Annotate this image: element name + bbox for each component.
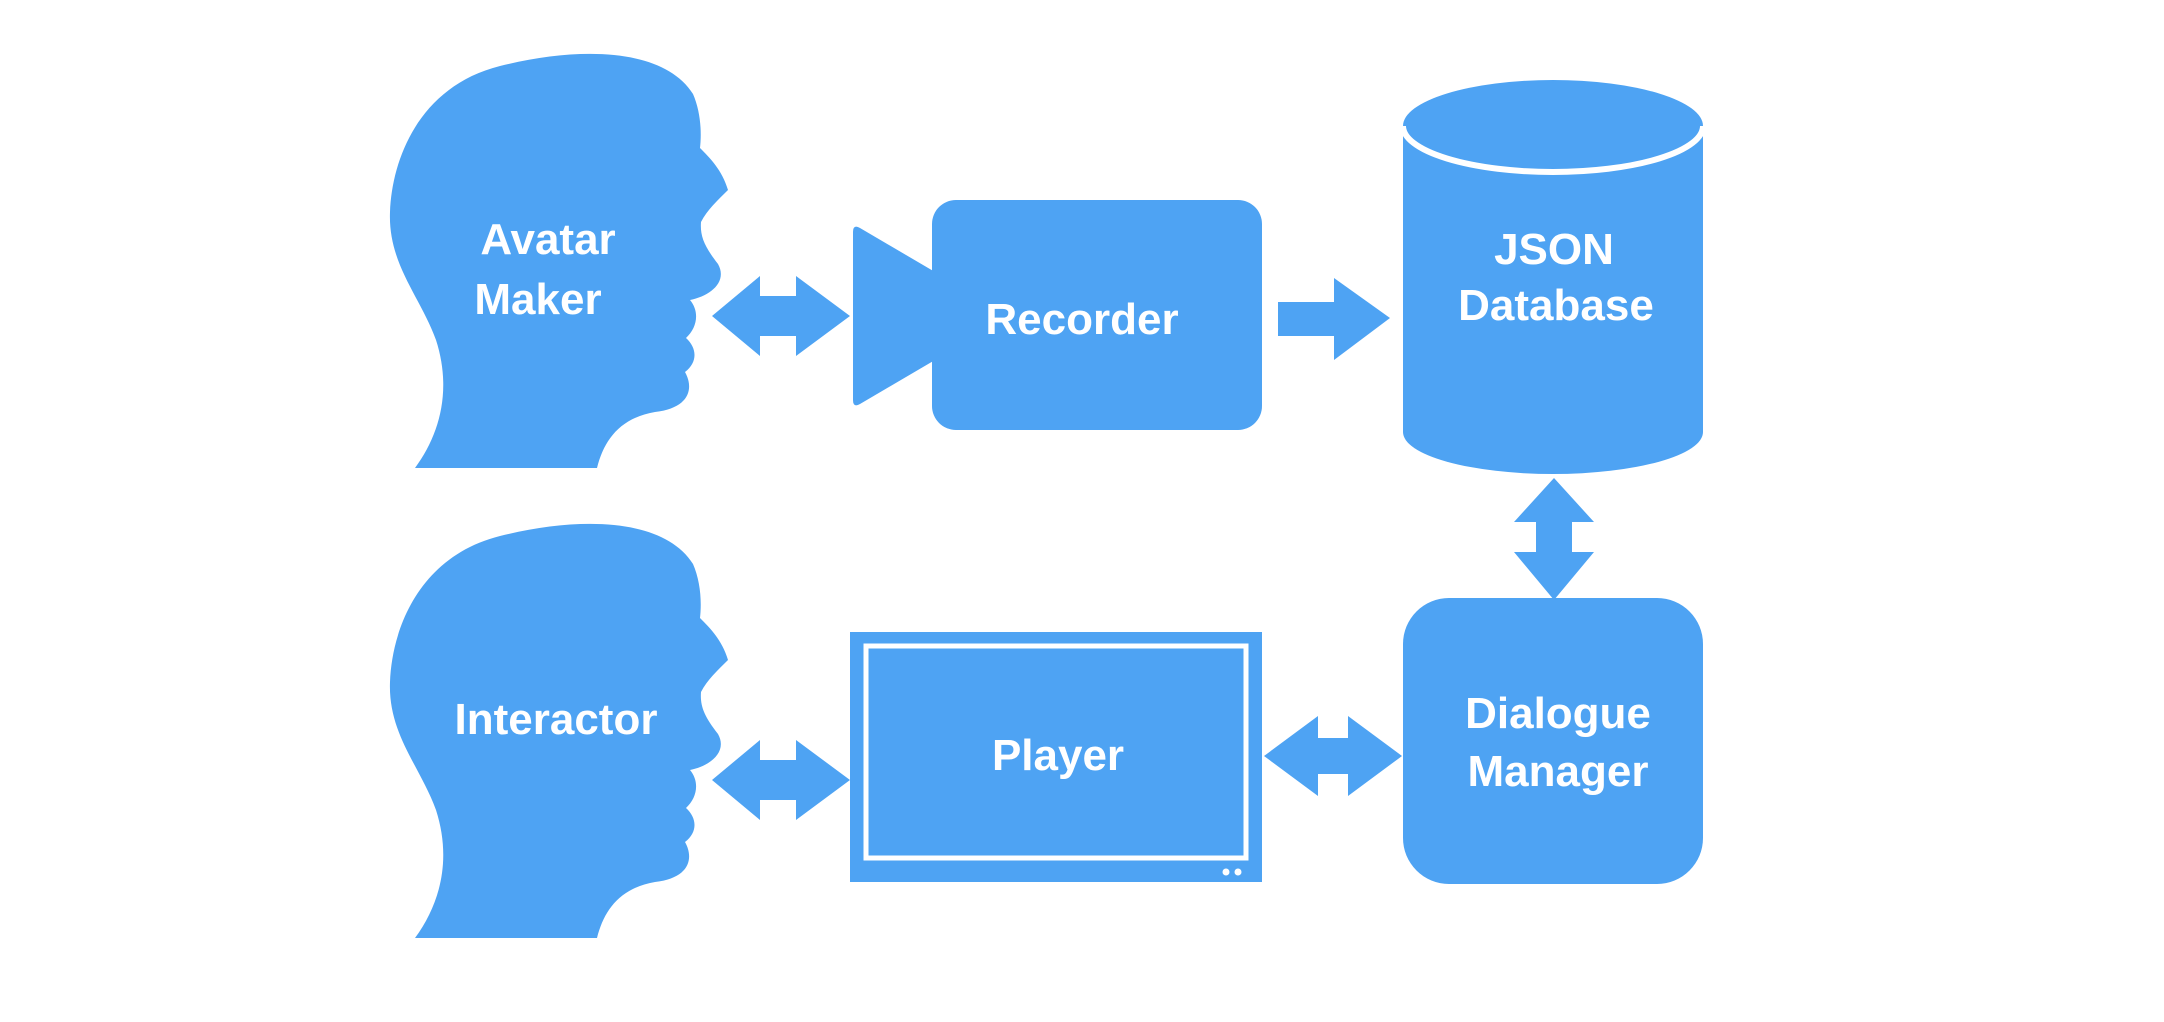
dialogue-manager-node: Dialogue Manager xyxy=(1403,598,1703,884)
head-profile-icon xyxy=(389,53,728,469)
recorder-body xyxy=(932,200,1262,430)
head-profile-icon xyxy=(389,523,728,938)
avatar-maker-label-line1: Avatar xyxy=(480,215,615,264)
player-node: Player xyxy=(850,632,1262,882)
json-database-label-line2: Database xyxy=(1458,281,1654,330)
bidirectional-arrow xyxy=(1264,716,1402,796)
bidirectional-arrow xyxy=(1514,478,1594,600)
bidirectional-arrow xyxy=(712,740,850,820)
player-label: Player xyxy=(992,731,1124,780)
json-database-label-line1: JSON xyxy=(1494,225,1614,274)
monitor-screen-icon xyxy=(850,632,1262,882)
dialogue-manager-box xyxy=(1403,598,1703,884)
interactor-label: Interactor xyxy=(455,695,658,744)
avatar-maker-node: Avatar Maker xyxy=(389,53,728,469)
database-cylinder-icon xyxy=(1400,80,1706,474)
bidirectional-arrow xyxy=(712,276,850,356)
video-camera-icon xyxy=(853,226,935,406)
avatar-maker-label-line2: Maker xyxy=(474,275,601,324)
json-database-node: JSON Database xyxy=(1400,80,1706,474)
recorder-label: Recorder xyxy=(985,295,1178,344)
dialogue-manager-label-line2: Manager xyxy=(1468,747,1649,796)
directed-arrow xyxy=(1278,278,1390,360)
interactor-node: Interactor xyxy=(389,523,728,938)
dialogue-manager-label-line1: Dialogue xyxy=(1465,689,1651,738)
recorder-node: Recorder xyxy=(853,200,1262,430)
